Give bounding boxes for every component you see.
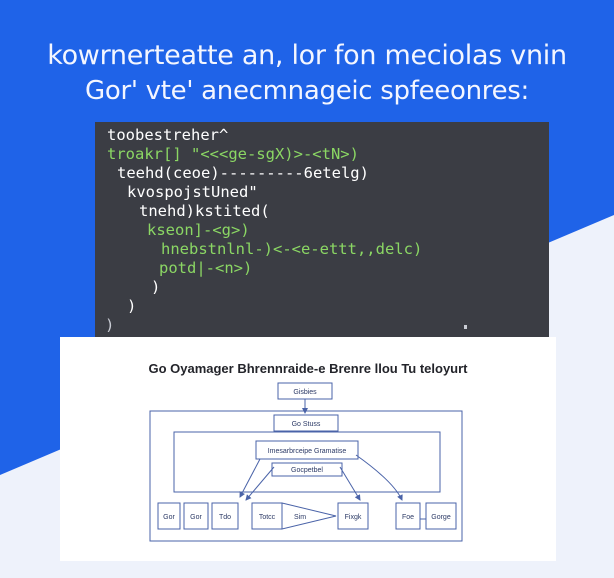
code-line-5: tnehd)kstited( <box>139 202 270 220</box>
code-line-9: ) <box>151 278 161 296</box>
node-top: Gisbies <box>277 382 333 400</box>
code-line-4: kvospojstUned" <box>127 183 258 201</box>
bottom-node-4: Totcc <box>259 514 276 521</box>
bottom-node-3: Tdo <box>219 514 231 521</box>
node-fourth-label: Gocpetbel <box>291 467 323 474</box>
bottom-node-1: Gor <box>163 514 175 521</box>
node-second: Go Stuss <box>273 414 339 432</box>
code-panel: toobestreher^ troakr[] "<<<ge-sgX)>-<tN>… <box>95 122 549 337</box>
node-third: Imesarbrceipe Gramatise <box>255 440 359 460</box>
code-line-7: hnebstnlnl-)<-<e-ettt,,delc) <box>161 240 423 258</box>
code-line-3: teehd(ceoe)---------6etelg) <box>117 164 369 182</box>
bottom-node-7: Foe <box>402 514 414 521</box>
diagram-title: Go Oyamager Bhrennraide-e Brenre llou Tu… <box>148 361 468 376</box>
bottom-node-5: Sim <box>294 514 306 521</box>
bottom-row: Gor Gor Tdo Totcc Sim Fixgk Foe Gorge <box>157 502 457 530</box>
code-line-10: ) <box>127 297 137 315</box>
node-top-label: Gisbies <box>293 389 317 396</box>
cursor-marker <box>464 325 467 329</box>
bottom-node-8: Gorge <box>431 514 451 521</box>
code-line-8: potd|-<n>) <box>159 259 253 277</box>
code-line-11: ) <box>105 316 115 334</box>
headline-line-1: kowrnerteatte an, lor fon meciolas vnin <box>47 40 567 71</box>
bottom-node-2: Gor <box>190 514 202 521</box>
node-fourth: Gocpetbel <box>271 462 343 477</box>
bottom-node-6: Fixgk <box>345 514 362 521</box>
architecture-diagram: Gisbies Go Stuss Imesarbrceipe Gramatise… <box>149 382 463 542</box>
node-third-label: Imesarbrceipe Gramatise <box>268 448 347 455</box>
code-line-6: kseon]-<g>) <box>147 221 250 239</box>
headline-line-2: Gor' vte' anecmnageic spfeeonres: <box>85 76 529 106</box>
diagram-card: Go Oyamager Bhrennraide-e Brenre llou Tu… <box>60 337 556 561</box>
node-second-label: Go Stuss <box>292 421 321 428</box>
code-line-2: troakr[] "<<<ge-sgX)>-<tN>) <box>107 145 359 163</box>
code-line-1: toobestreher^ <box>107 126 229 144</box>
